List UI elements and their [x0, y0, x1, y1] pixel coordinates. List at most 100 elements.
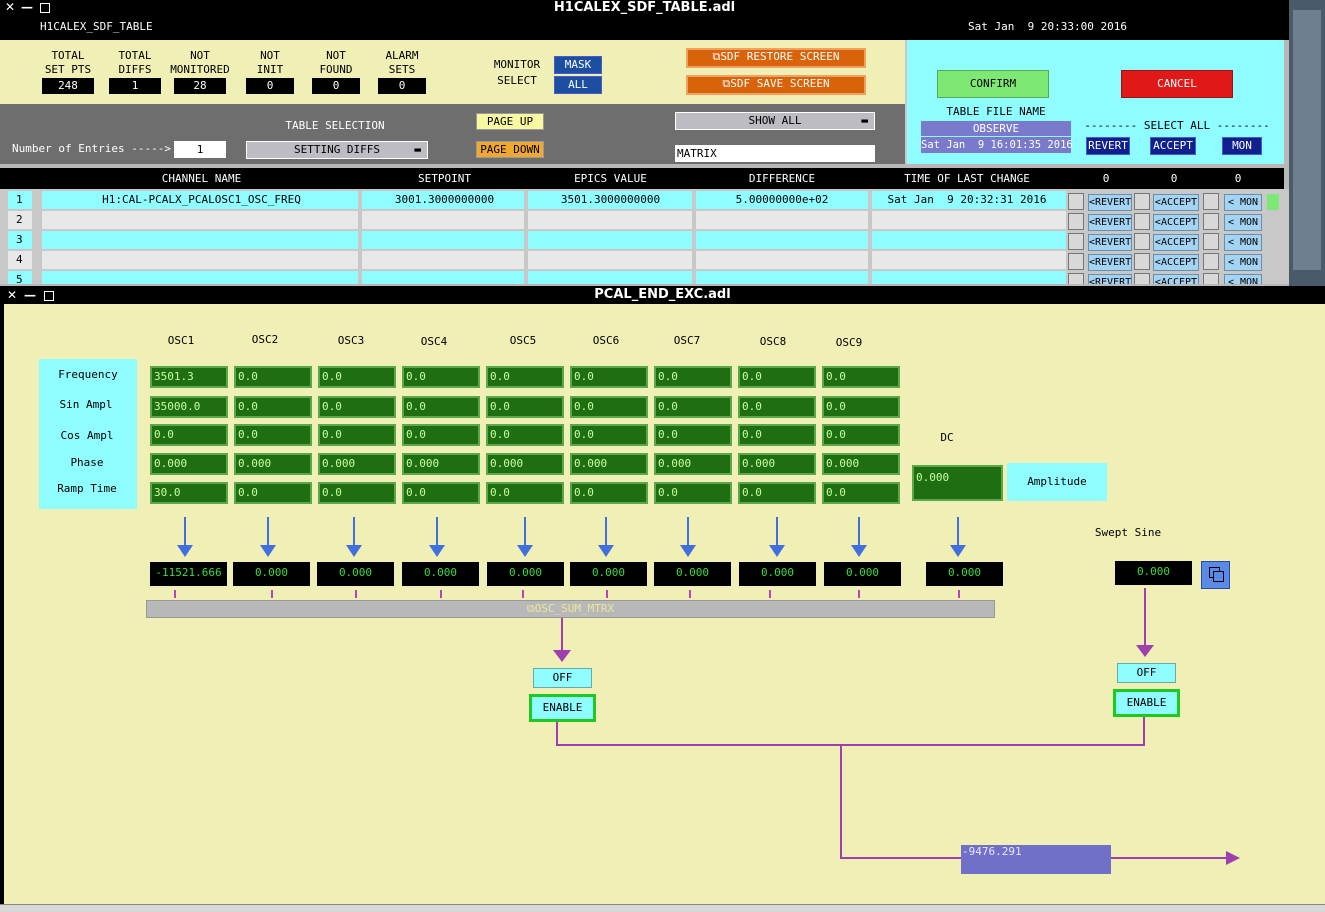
row-checkbox[interactable]: [1068, 213, 1084, 230]
osc-value-input[interactable]: 30.0: [150, 482, 228, 504]
osc-value-input[interactable]: 0.0: [402, 396, 480, 418]
osc-value-input[interactable]: 0.0: [150, 424, 228, 446]
osc-value-input[interactable]: 0.000: [234, 453, 312, 475]
row-revert-button[interactable]: <REVERT: [1088, 254, 1132, 271]
osc-value-input[interactable]: 0.0: [234, 366, 312, 388]
swept-enable-button[interactable]: ENABLE: [1113, 689, 1180, 717]
confirm-button[interactable]: CONFIRM: [937, 70, 1049, 98]
row-mon-button[interactable]: < MON: [1224, 234, 1262, 251]
osc-value-input[interactable]: 3501.3: [150, 366, 228, 388]
row-revert-button[interactable]: <REVERT: [1088, 274, 1132, 284]
osc-value-input[interactable]: 0.0: [318, 396, 396, 418]
osc-value-input[interactable]: 0.0: [486, 482, 564, 504]
osc-value-input[interactable]: 0.0: [570, 482, 648, 504]
row-checkbox[interactable]: [1203, 253, 1219, 270]
related-display-button[interactable]: [1201, 561, 1230, 589]
row-checkbox[interactable]: [1134, 253, 1150, 270]
osc-value-input[interactable]: 0.0: [486, 366, 564, 388]
osc-value-input[interactable]: 0.0: [738, 482, 816, 504]
osc-value-input[interactable]: 0.0: [318, 482, 396, 504]
osc-value-input[interactable]: 0.0: [234, 424, 312, 446]
osc-value-input[interactable]: 0.000: [402, 453, 480, 475]
minimize-icon[interactable]: —: [24, 288, 36, 302]
osc-value-input[interactable]: 0.0: [570, 424, 648, 446]
row-checkbox[interactable]: [1068, 193, 1084, 210]
row-mon-button[interactable]: < MON: [1224, 254, 1262, 271]
osc-value-input[interactable]: 0.0: [738, 366, 816, 388]
row-channel[interactable]: H1:CAL-PCALX_PCALOSC1_OSC_FREQ: [102, 193, 301, 206]
row-accept-button[interactable]: <ACCEPT: [1153, 214, 1199, 231]
row-accept-button[interactable]: <ACCEPT: [1153, 254, 1199, 271]
dc-input[interactable]: 0.000: [912, 465, 1003, 501]
row-revert-button[interactable]: <REVERT: [1088, 214, 1132, 231]
osc-value-input[interactable]: 0.0: [486, 396, 564, 418]
osc-value-input[interactable]: 0.0: [318, 366, 396, 388]
row-checkbox[interactable]: [1068, 253, 1084, 270]
osc-value-input[interactable]: 0.0: [822, 396, 900, 418]
osc-value-input[interactable]: 0.0: [234, 396, 312, 418]
osc-value-input[interactable]: 0.000: [318, 453, 396, 475]
osc-value-input[interactable]: 0.0: [402, 482, 480, 504]
osc-value-input[interactable]: 0.0: [570, 396, 648, 418]
row-accept-button[interactable]: <ACCEPT: [1153, 194, 1199, 211]
osc-value-input[interactable]: 0.0: [654, 424, 732, 446]
osc-value-input[interactable]: 0.0: [402, 424, 480, 446]
page-up-button[interactable]: PAGE UP: [476, 113, 544, 130]
osc-value-input[interactable]: 0.0: [822, 366, 900, 388]
osc-value-input[interactable]: 0.0: [738, 424, 816, 446]
show-all-menu[interactable]: SHOW ALL ▬: [675, 112, 875, 130]
osc-value-input[interactable]: 0.000: [654, 453, 732, 475]
maximize-icon[interactable]: [40, 3, 50, 13]
row-checkbox[interactable]: [1068, 273, 1084, 284]
row-checkbox[interactable]: [1134, 233, 1150, 250]
osc-value-input[interactable]: 0.0: [822, 482, 900, 504]
osc-value-input[interactable]: 0.0: [486, 424, 564, 446]
row-checkbox[interactable]: [1203, 233, 1219, 250]
row-checkbox[interactable]: [1134, 213, 1150, 230]
sdf-restore-screen-button[interactable]: ⧉SDF RESTORE SCREEN: [686, 48, 866, 68]
osc-value-input[interactable]: 0.0: [654, 396, 732, 418]
row-revert-button[interactable]: <REVERT: [1088, 234, 1132, 251]
osc-value-input[interactable]: 0.0: [654, 366, 732, 388]
row-mon-button[interactable]: < MON: [1224, 194, 1262, 211]
osc-sum-matrix-button[interactable]: ⧉OSC_SUM_MTRX: [146, 600, 995, 618]
accept-all-button[interactable]: ACCEPT: [1150, 137, 1196, 155]
table-selection-menu[interactable]: SETTING DIFFS ▬: [246, 141, 428, 159]
cancel-button[interactable]: CANCEL: [1121, 70, 1233, 98]
page-down-button[interactable]: PAGE DOWN: [476, 141, 544, 158]
filter-input[interactable]: MATRIX: [675, 145, 875, 162]
osc-value-input[interactable]: 0.000: [150, 453, 228, 475]
row-mon-button[interactable]: < MON: [1224, 214, 1262, 231]
row-checkbox[interactable]: [1134, 273, 1150, 284]
off-button[interactable]: OFF: [533, 668, 592, 688]
osc-value-input[interactable]: 0.0: [234, 482, 312, 504]
osc-value-input[interactable]: 0.0: [402, 366, 480, 388]
osc-value-input[interactable]: 0.0: [822, 424, 900, 446]
sdf-save-screen-button[interactable]: ⧉SDF SAVE SCREEN: [686, 75, 866, 95]
osc-value-input[interactable]: 0.0: [570, 366, 648, 388]
revert-all-button[interactable]: REVERT: [1086, 137, 1130, 155]
close-icon[interactable]: ✕: [4, 0, 16, 14]
minimize-icon[interactable]: —: [21, 0, 33, 14]
osc-value-input[interactable]: 0.0: [318, 424, 396, 446]
osc-value-input[interactable]: 0.000: [570, 453, 648, 475]
row-checkbox[interactable]: [1203, 273, 1219, 284]
mon-all-button[interactable]: MON: [1222, 137, 1262, 155]
osc-value-input[interactable]: 0.000: [822, 453, 900, 475]
close-icon[interactable]: ✕: [6, 288, 18, 302]
row-checkbox[interactable]: [1203, 193, 1219, 210]
mask-button[interactable]: MASK: [554, 56, 602, 74]
osc-value-input[interactable]: 0.000: [738, 453, 816, 475]
row-accept-button[interactable]: <ACCEPT: [1153, 274, 1199, 284]
osc-value-input[interactable]: 35000.0: [150, 396, 228, 418]
row-checkbox[interactable]: [1203, 213, 1219, 230]
enable-button[interactable]: ENABLE: [529, 694, 596, 722]
row-revert-button[interactable]: <REVERT: [1088, 194, 1132, 211]
osc-value-input[interactable]: 0.0: [738, 396, 816, 418]
row-mon-button[interactable]: < MON: [1224, 274, 1262, 284]
osc-value-input[interactable]: 0.000: [486, 453, 564, 475]
row-checkbox[interactable]: [1068, 233, 1084, 250]
osc-value-input[interactable]: 0.0: [654, 482, 732, 504]
swept-off-button[interactable]: OFF: [1117, 663, 1176, 683]
all-button[interactable]: ALL: [554, 76, 602, 94]
